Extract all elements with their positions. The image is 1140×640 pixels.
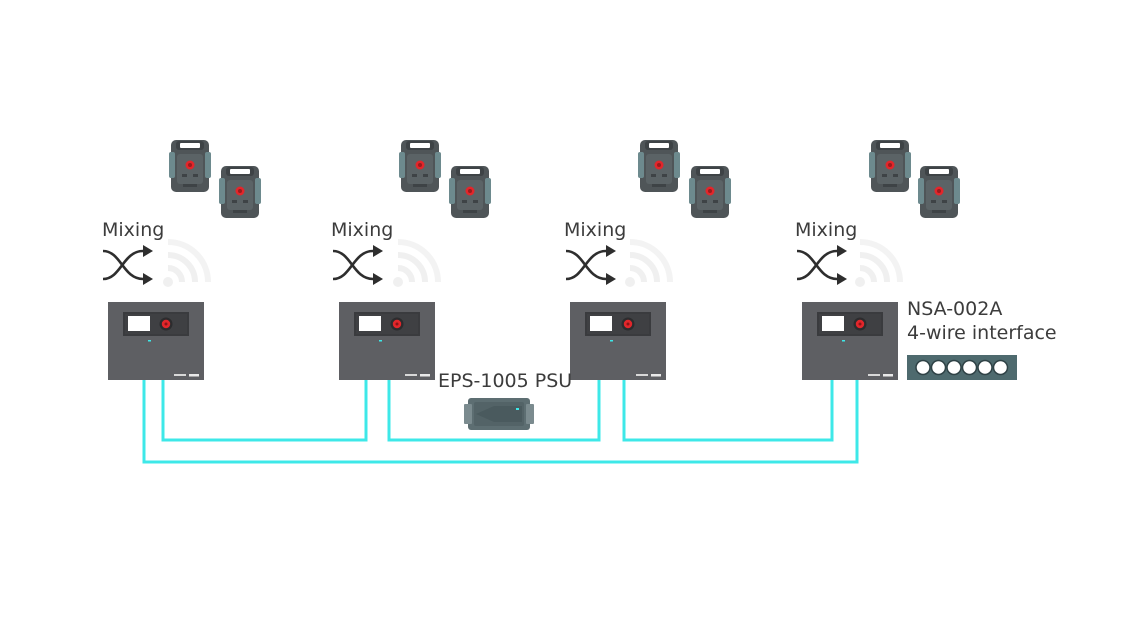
- mixing-label-4: Mixing: [795, 219, 858, 241]
- mixing-label-1: Mixing: [102, 219, 165, 241]
- interface-subtitle: 4-wire interface: [907, 322, 1057, 344]
- beltpack-icon: [449, 166, 491, 218]
- crossfade-mixing-icon: [101, 243, 155, 287]
- interface-port: [915, 359, 931, 376]
- interface-title: NSA-002A: [907, 298, 1003, 320]
- beltpack-icon: [689, 166, 731, 218]
- wireless-signal-icon: [163, 242, 208, 287]
- beltpack-icon: [399, 140, 441, 192]
- interface-port: [977, 359, 993, 376]
- wireless-signal-icon: [393, 242, 438, 287]
- wireless-signal-icon: [625, 242, 670, 287]
- base-station-icon: [570, 302, 666, 380]
- base-station-icon: [108, 302, 204, 380]
- beltpack-icon: [918, 166, 960, 218]
- beltpack-icon: [638, 140, 680, 192]
- crossfade-mixing-icon: [564, 243, 618, 287]
- interface-port: [946, 359, 962, 376]
- mixing-label-2: Mixing: [331, 219, 394, 241]
- wiring: [142, 380, 859, 464]
- power-supply-icon: [464, 398, 534, 430]
- mixing-label-3: Mixing: [564, 219, 627, 241]
- beltpack-icon: [869, 140, 911, 192]
- base-station-icon: [339, 302, 435, 380]
- psu-label: EPS-1005 PSU: [438, 370, 573, 392]
- crossfade-mixing-icon: [331, 243, 385, 287]
- crossfade-mixing-icon: [795, 243, 849, 287]
- wireless-signal-icon: [855, 242, 900, 287]
- interface-port: [961, 359, 978, 376]
- beltpack-icon: [219, 166, 261, 218]
- interface-port: [992, 359, 1009, 376]
- base-station-icon: [802, 302, 898, 380]
- interface-panel-icon: [907, 355, 1017, 380]
- interface-port: [930, 359, 947, 376]
- beltpack-icon: [169, 140, 211, 192]
